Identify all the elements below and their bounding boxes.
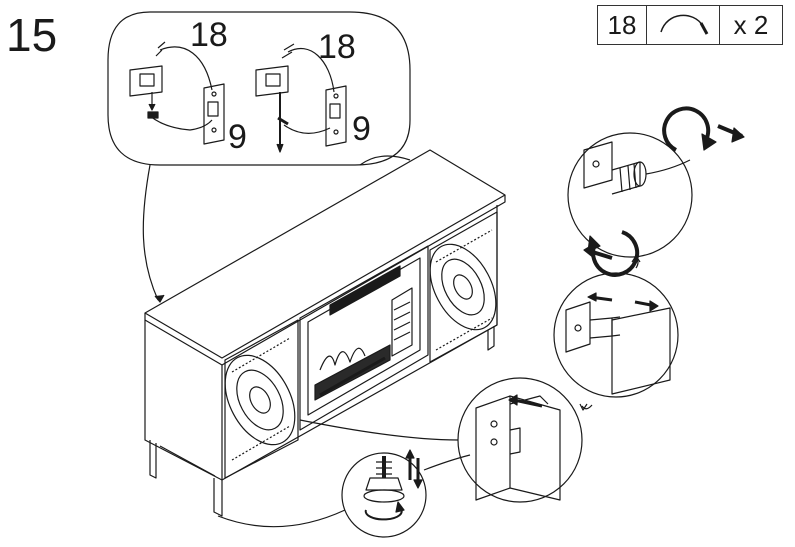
leveling-foot-circle [341,449,427,538]
part-quantity: x 2 [733,9,769,40]
callout-bracket-9-b: 9 [352,110,371,148]
callout-part-18-b: 18 [318,28,356,66]
cable-connector-icon [647,6,720,44]
connector-detail-bubble [107,11,411,166]
callout-part-18-a: 18 [190,16,228,54]
parts-list: 18 x 2 [597,5,783,45]
bracket-detail-circle [457,377,583,503]
pin-alignment-circle [553,272,679,398]
step-number: 15 [6,9,58,61]
callout-bracket-9-a: 9 [228,118,247,156]
rotate-knob-circle [567,106,745,277]
tv-stand-cabinet [144,149,506,517]
leader-line [142,164,159,301]
part-number: 18 [598,6,647,44]
